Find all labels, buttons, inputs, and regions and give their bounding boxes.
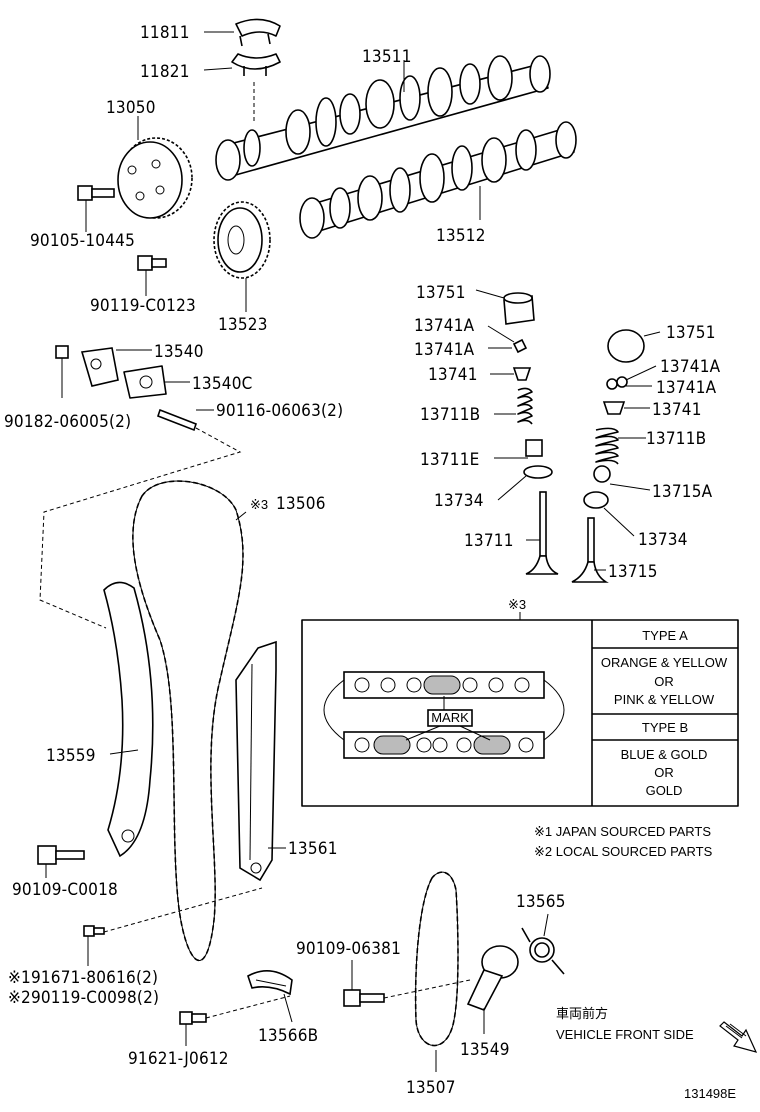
label-13734-right: 13734: [638, 530, 688, 550]
intake-valve: [525, 491, 559, 575]
bolt-90109-06381: [343, 989, 385, 1007]
label-13549: 13549: [460, 1040, 510, 1060]
label-13565: 13565: [516, 892, 566, 912]
label-13741a-left-2: 13741A: [414, 340, 475, 360]
tensioner-gasket: [123, 365, 167, 399]
legend-type-a: TYPE A: [642, 628, 688, 643]
label-11811: 11811: [140, 23, 190, 43]
drawing-id: 131498E: [684, 1086, 736, 1101]
oil-pump-chain-guide: [247, 970, 293, 996]
tensioner-spring: [521, 927, 565, 975]
label-13566b: 13566B: [258, 1026, 318, 1046]
bolt-90109-c0018: [37, 845, 85, 865]
exhaust-valve: [571, 517, 609, 583]
chain-tensioner: [80, 347, 119, 387]
valve-spring-left: [517, 387, 533, 425]
legend-type-a-or: OR: [654, 674, 674, 689]
front-direction-arrow-icon: [719, 1021, 758, 1053]
label-90182-06005: 90182-06005(2): [4, 412, 131, 432]
label-13741a-right-2: 13741A: [656, 378, 717, 398]
reference-mark-3-legend: ※3: [508, 597, 526, 612]
legend-type-b-color-1: BLUE & GOLD: [621, 747, 708, 762]
label-11821: 11821: [140, 62, 190, 82]
valve-lifter-right: [607, 329, 645, 363]
direction-label-jp: 車両前方: [556, 1006, 608, 1021]
camshaft-bearing-lower: [231, 53, 281, 76]
valve-spring-right: [595, 427, 619, 465]
label-13741a-left-1: 13741A: [414, 316, 475, 336]
intake-camshaft: [215, 55, 551, 181]
label-13561: 13561: [288, 839, 338, 859]
bolt-91621: [179, 1011, 207, 1025]
label-91671-80616: ※191671-80616(2): [8, 968, 158, 988]
valve-retainer-left: [512, 367, 532, 381]
label-13559: 13559: [46, 746, 96, 766]
label-13711: 13711: [464, 531, 514, 551]
label-13523: 13523: [218, 315, 268, 335]
label-13540: 13540: [154, 342, 204, 362]
label-13715a: 13715A: [652, 482, 713, 502]
label-90109-c0018: 90109-C0018: [12, 880, 118, 900]
label-91621-j0612: 91621-J0612: [128, 1049, 229, 1069]
direction-label-en: VEHICLE FRONT SIDE: [556, 1027, 694, 1042]
label-90109-06381: 90109-06381: [296, 939, 401, 959]
camshaft-timing-gear: [117, 137, 193, 219]
valve-seat-left: [523, 465, 553, 479]
label-13751-right: 13751: [666, 323, 716, 343]
label-13507: 13507: [406, 1078, 456, 1098]
label-90119-c0098: ※290119-C0098(2): [8, 988, 159, 1008]
label-13715: 13715: [608, 562, 658, 582]
label-13540c: 13540C: [192, 374, 253, 394]
label-13741-right: 13741: [652, 400, 702, 420]
valve-seal-left: [525, 439, 543, 457]
legend-type-a-color-1: ORANGE & YELLOW: [601, 655, 728, 670]
note-local-sourced: ※2 LOCAL SOURCED PARTS: [534, 844, 713, 859]
valve-lifter-left: [503, 292, 535, 325]
label-90116-06063: 90116-06063(2): [216, 401, 343, 421]
oil-pump-chain-tensioner: [466, 945, 519, 1011]
valve-retainer-right: [602, 401, 626, 415]
legend-type-a-color-2: PINK & YELLOW: [614, 692, 715, 707]
legend-type-b: TYPE B: [642, 720, 688, 735]
bolt-90119-c0123: [137, 255, 167, 271]
stud-bolt: [157, 408, 197, 432]
label-90119-c0123: 90119-C0123: [90, 296, 196, 316]
bolt-91671: [83, 925, 105, 937]
label-13506: 13506: [276, 494, 326, 514]
label-13511: 13511: [362, 47, 412, 67]
chain-vibration-damper: [235, 640, 277, 882]
label-13512: 13512: [436, 226, 486, 246]
label-13050: 13050: [106, 98, 156, 118]
note-japan-sourced: ※1 JAPAN SOURCED PARTS: [534, 824, 711, 839]
legend-type-b-color-2: GOLD: [646, 783, 683, 798]
timing-chain: [132, 480, 244, 962]
legend-mark-label: MARK: [431, 710, 469, 725]
label-13711e: 13711E: [420, 450, 480, 470]
label-13741-left: 13741: [428, 365, 478, 385]
label-13741a-right-1: 13741A: [660, 357, 721, 377]
exhaust-camshaft: [299, 121, 577, 239]
valve-seat-right: [583, 491, 609, 509]
bolt-90105: [77, 185, 115, 201]
oil-pump-drive-chain: [414, 871, 459, 1047]
chain-slipper-guide: [103, 581, 154, 858]
tensioner-nut: [55, 345, 69, 359]
label-13711b-right: 13711B: [646, 429, 706, 449]
label-13751-left: 13751: [416, 283, 466, 303]
label-90105-10445: 90105-10445: [30, 231, 135, 251]
valve-seal-right: [593, 465, 611, 483]
camshaft-bearing-upper: [235, 18, 281, 47]
reference-mark-3-chain: ※3: [250, 497, 268, 512]
valve-keeper-right: [606, 376, 628, 390]
label-13711b-left: 13711B: [420, 405, 480, 425]
chain-mark-legend: [301, 619, 739, 807]
valve-keeper-left: [512, 338, 528, 354]
label-13734-left: 13734: [434, 491, 484, 511]
exhaust-cam-sprocket: [213, 201, 271, 279]
legend-type-b-or: OR: [654, 765, 674, 780]
